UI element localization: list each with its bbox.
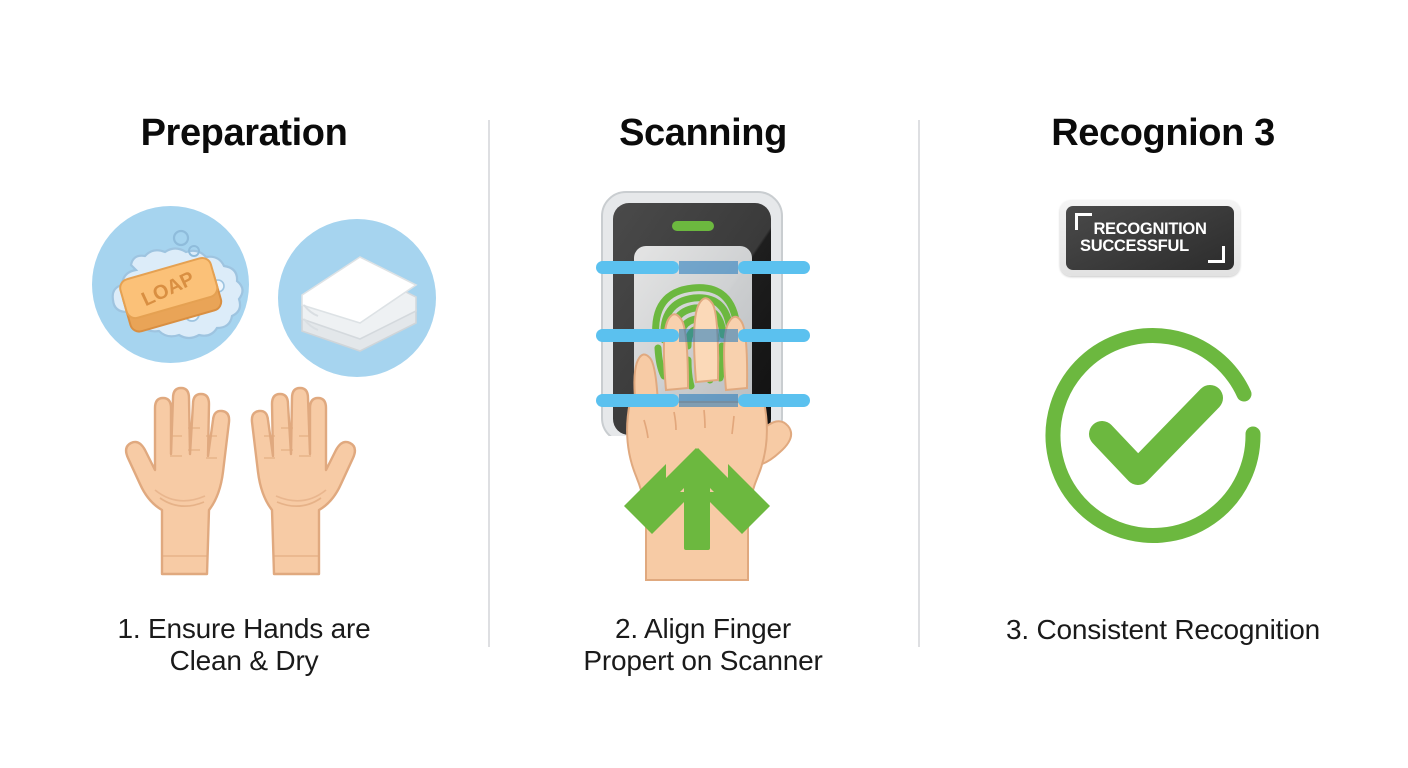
towel-icon-circle <box>278 219 436 377</box>
open-hands-illustration <box>124 386 357 576</box>
hand-on-scanner-illustration <box>624 297 793 581</box>
panel-title-preparation: Preparation <box>140 112 348 154</box>
column-divider-1 <box>488 120 490 647</box>
fingers-group <box>633 297 749 410</box>
caption-line-1: 2. Align Finger <box>615 613 791 644</box>
scan-line-3-right <box>738 394 810 407</box>
success-check-icon <box>1045 327 1261 543</box>
speaker-indicator <box>672 221 714 231</box>
soap-icon-circle: LOAP <box>92 206 249 363</box>
panel-title-recognition: Recognion 3 <box>1051 112 1275 154</box>
caption-line-1: 3. Consistent Recognition <box>1005 614 1321 645</box>
panel-recognition: Recognion 3 RECOGNITION SUCCESSFUL 3. Co… <box>918 0 1408 768</box>
soap-icon: LOAP <box>111 229 244 340</box>
check-mark <box>1089 385 1223 485</box>
alignment-arrows <box>624 448 770 550</box>
caption-line-2: Clean & Dry <box>169 645 319 677</box>
towel-icon <box>301 256 418 352</box>
scan-line-2-left <box>596 329 679 342</box>
scan-line-1-overlay <box>679 261 738 274</box>
panel-preparation: Preparation LO <box>0 0 488 768</box>
corner-bracket-top-left-icon <box>1075 213 1092 230</box>
panel-caption-scanning: 2. Align Finger Propert on Scanner <box>488 613 918 678</box>
hand-left <box>124 386 231 576</box>
badge-text-line-2: SUCCESSFUL <box>1080 237 1189 255</box>
column-divider-2 <box>918 120 920 647</box>
center-bar <box>684 468 710 550</box>
scan-line-1-left <box>596 261 679 274</box>
scan-line-3-overlay <box>679 394 738 407</box>
recognition-successful-badge: RECOGNITION SUCCESSFUL <box>1060 200 1240 276</box>
panel-title-scanning: Scanning <box>619 112 787 154</box>
caption-line-1: 1. Ensure Hands are <box>117 613 371 644</box>
panel-scanning: Scanning <box>488 0 918 768</box>
panel-caption-preparation: 1. Ensure Hands are Clean & Dry <box>0 613 488 678</box>
scan-line-1-right <box>738 261 810 274</box>
panel-caption-recognition: 3. Consistent Recognition <box>918 614 1408 646</box>
caption-line-2: Propert on Scanner <box>583 645 823 677</box>
scan-line-2-overlay <box>679 329 738 342</box>
scan-line-2-right <box>738 329 810 342</box>
badge-text-line-1: RECOGNITION <box>1093 219 1207 238</box>
scan-line-3-left <box>596 394 679 407</box>
badge-inner: RECOGNITION SUCCESSFUL <box>1066 206 1234 270</box>
hand-right <box>250 386 357 576</box>
check-circle-ring <box>1045 327 1261 543</box>
corner-bracket-bottom-right-icon <box>1208 246 1225 263</box>
